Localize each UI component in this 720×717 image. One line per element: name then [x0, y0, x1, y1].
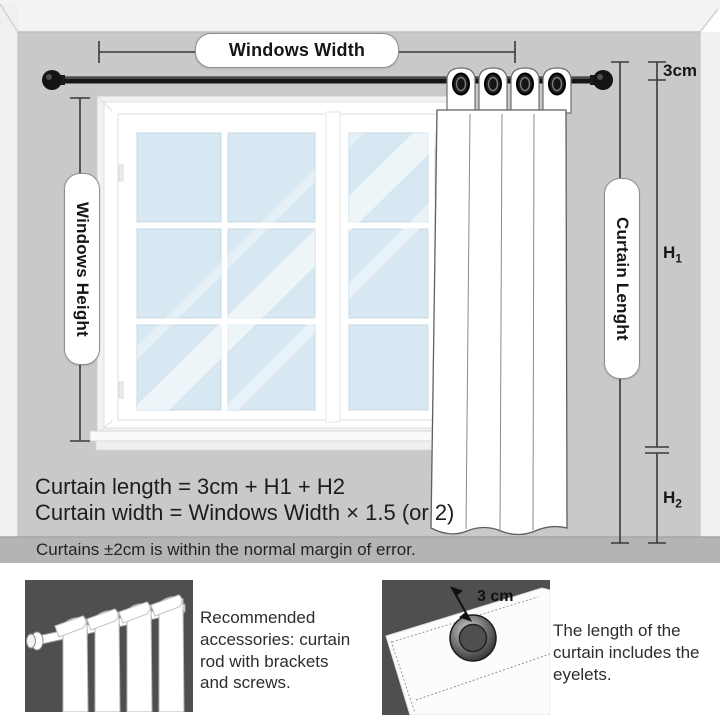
h1-label: H1: [663, 243, 682, 266]
curtain-rod-accessories-graphic: [25, 580, 193, 712]
accessories-text: Recommended accessories: curtain rod wit…: [200, 608, 351, 693]
rod-offset-label: 3cm: [663, 61, 698, 80]
window: [89, 95, 463, 451]
eyelet-size-label: 3 cm: [477, 588, 514, 605]
h-measure-line: [645, 61, 669, 544]
eyelet-ring: [449, 614, 497, 662]
curtain-eyelets: [452, 72, 566, 96]
curtain-body: [430, 109, 568, 536]
windows-height-pill: Windows Height: [64, 173, 100, 365]
eyelet-closeup-graphic: [382, 580, 550, 715]
eyelet-size-arrow: [449, 586, 473, 622]
window-sill: [89, 430, 463, 451]
rod-finial-right: [593, 70, 613, 90]
curtain-length-formula: Curtain length = 3cm + H1 + H2: [35, 474, 345, 499]
margin-of-error-note: Curtains ±2cm is within the normal margi…: [36, 540, 416, 559]
windows-width-pill: Windows Width: [195, 33, 399, 68]
curtain-length-pill: Curtain Lenght: [604, 178, 640, 379]
room-illustration: [0, 0, 720, 565]
ceiling: [0, 0, 720, 32]
curtain-width-formula: Curtain width = Windows Width × 1.5 (or …: [35, 500, 455, 525]
floor: [0, 537, 720, 563]
curtain: [430, 67, 572, 536]
rod-finial-left: [42, 70, 62, 90]
eyelet-note-text: The length of the curtain includes the e…: [553, 621, 700, 684]
h2-label: H2: [663, 488, 682, 511]
right-wall-sliver: [700, 32, 720, 551]
rod-tabs: [54, 594, 185, 712]
left-wall-sliver: [0, 4, 18, 551]
curtain-length-label: Curtain Lenght: [613, 216, 632, 341]
windows-width-label: Windows Width: [228, 40, 366, 60]
windows-height-label: Windows Height: [73, 201, 92, 337]
